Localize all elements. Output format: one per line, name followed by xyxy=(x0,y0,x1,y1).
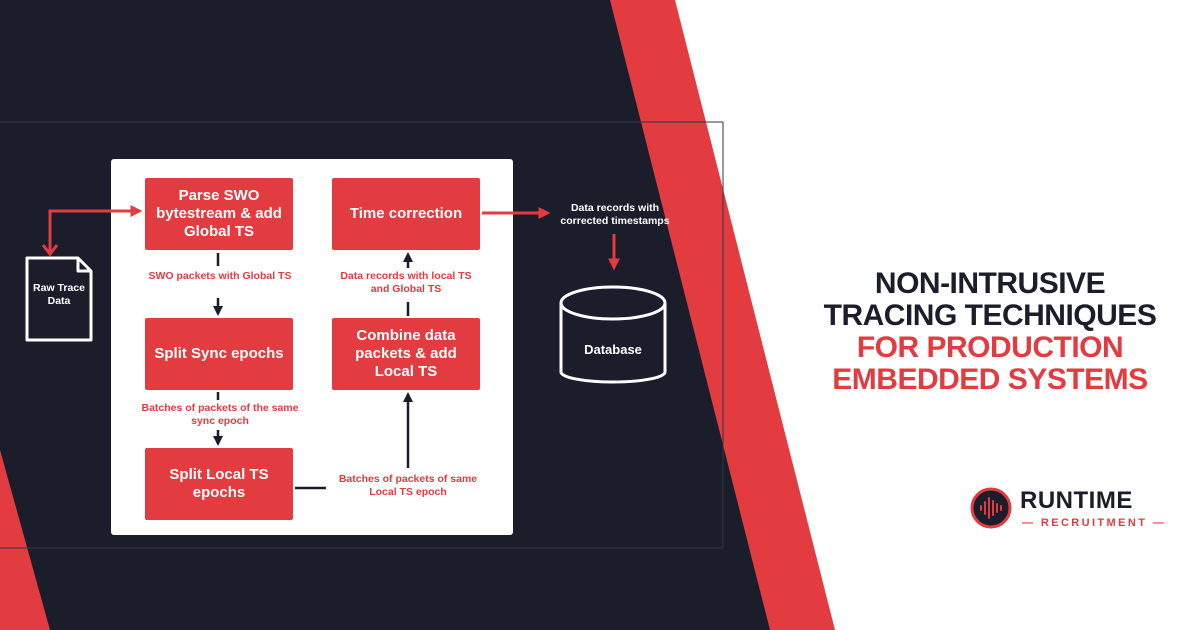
raw-trace-label: Raw Trace Data xyxy=(33,282,85,307)
headline-line-4: EMBEDDED SYSTEMS xyxy=(832,363,1148,396)
label-records-corrected: Data records with corrected timestamps xyxy=(560,202,670,227)
logo-name: RUNTIME xyxy=(1020,487,1133,514)
label-batches-local: Batches of packets of same Local TS epoc… xyxy=(338,473,478,498)
label-swo-packets: SWO packets with Global TS xyxy=(148,270,292,282)
label-batches-sync: Batches of packets of the same sync epoc… xyxy=(141,402,299,427)
node-combine: Combine data packets & add Local TS xyxy=(332,318,480,390)
headline: NON-INTRUSIVE TRACING TECHNIQUES FOR PRO… xyxy=(800,268,1180,396)
label-records-local: Data records with local TS and Global TS xyxy=(340,270,472,295)
logo-subtitle: — RECRUITMENT — xyxy=(1022,517,1167,529)
node-parse-swo: Parse SWO bytestream & add Global TS xyxy=(145,178,293,250)
node-split-local: Split Local TS epochs xyxy=(145,448,293,520)
database-label: Database xyxy=(584,342,642,357)
waveform-logo-icon xyxy=(970,487,1012,529)
node-split-sync: Split Sync epochs xyxy=(145,318,293,390)
headline-line-1: NON-INTRUSIVE xyxy=(874,267,1106,300)
company-logo: RUNTIME — RECRUITMENT — xyxy=(970,487,1170,537)
node-time-correction: Time correction xyxy=(332,178,480,250)
headline-line-2: TRACING TECHNIQUES xyxy=(823,299,1157,332)
headline-line-3: FOR PRODUCTION xyxy=(856,331,1124,364)
